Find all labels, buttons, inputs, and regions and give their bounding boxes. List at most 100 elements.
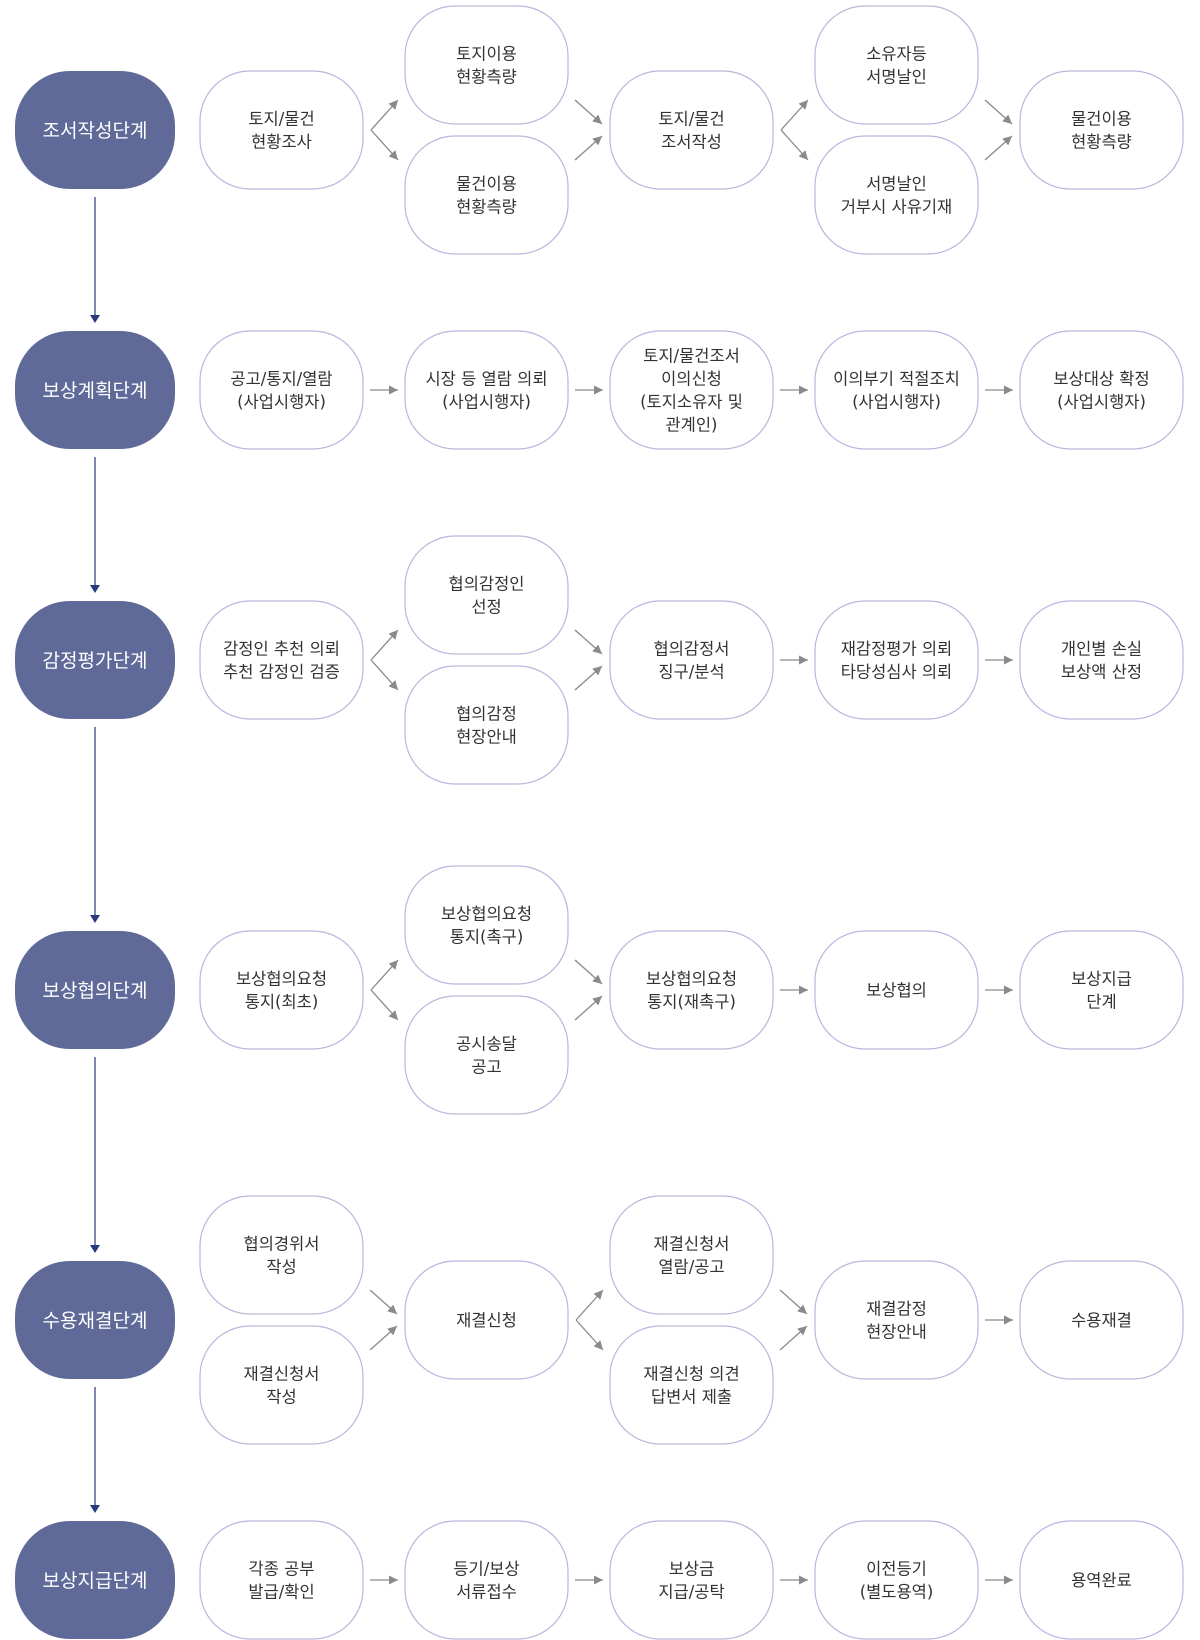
step-label: 시장 등 열람 의뢰(사업시행자) [426, 370, 548, 412]
step-label-line: 협의감정서 [654, 640, 730, 659]
arrow-head [797, 1326, 807, 1336]
process-step-box [814, 600, 979, 720]
arrow-head [1002, 136, 1012, 146]
arrow-head [798, 150, 808, 160]
stage-label: 조서작성단계 [43, 120, 148, 142]
merge-arrow [984, 99, 1013, 161]
arrow-head [594, 385, 603, 395]
step-label-line: 통지(최초) [245, 993, 319, 1012]
step-label-line: 재결감정 [866, 1300, 927, 1319]
stage-box: 보상계획단계 [15, 331, 175, 449]
stage-label: 보상지급단계 [43, 1570, 148, 1592]
arrow-head [388, 150, 398, 160]
step-label-line: 현장안내 [456, 728, 517, 747]
step-label-line: 보상협의 [866, 981, 927, 1000]
step-label: 공고/통지/열람(사업시행자) [230, 370, 332, 412]
step-label-line: 이의신청 [661, 370, 722, 389]
arrow-head [1002, 114, 1012, 124]
step-label-line: 각종 공부 [249, 1560, 315, 1579]
step-label-line: 토지이용 [456, 45, 517, 64]
process-step: 보상대상 확정(사업시행자) [1019, 330, 1184, 450]
arrow-head [388, 100, 398, 110]
stage-label: 보상협의단계 [43, 980, 148, 1002]
process-step-box [814, 330, 979, 450]
step-label-line: 물건이용 [456, 175, 517, 194]
process-step-box [404, 535, 569, 655]
process-step-box [814, 5, 979, 125]
step-label-line: 재결신청 [456, 1311, 517, 1330]
stage-box-shape [15, 931, 175, 1049]
process-step: 시장 등 열람 의뢰(사업시행자) [404, 330, 569, 450]
stage-box-shape [15, 601, 175, 719]
stage-connector-head [90, 915, 100, 923]
arrow-right [780, 385, 808, 395]
step-label-line: 협의경위서 [244, 1235, 320, 1254]
step-label-line: 발급/확인 [248, 1583, 314, 1602]
process-step: 수용재결 [1019, 1260, 1184, 1380]
arrow-head [592, 114, 602, 124]
arrow-head [799, 1575, 808, 1585]
arrow-up-right [575, 1289, 604, 1321]
process-step: 이의부기 적절조치(사업시행자) [814, 330, 979, 450]
step-label-line: 열람/공고 [658, 1258, 724, 1277]
step-label-line: 시장 등 열람 의뢰 [426, 370, 548, 389]
process-step-box [199, 1520, 364, 1640]
process-step-box [814, 1520, 979, 1640]
process-step-box [404, 995, 569, 1115]
process-step-box [1019, 70, 1184, 190]
stage-box: 보상협의단계 [15, 931, 175, 1049]
arrow-head [592, 996, 602, 1006]
step-label: 보상대상 확정(사업시행자) [1053, 370, 1149, 412]
arrow-head [594, 1575, 603, 1585]
stage-box: 수용재결단계 [15, 1261, 175, 1379]
stage-connector-head [90, 585, 100, 593]
process-step-box [404, 665, 569, 785]
arrow-right [985, 385, 1013, 395]
arrow-head [799, 385, 808, 395]
split-arrow [575, 1289, 604, 1351]
arrow-down-right [780, 129, 809, 161]
arrow-down-right [370, 989, 399, 1021]
arrow-right [780, 655, 808, 665]
step-label-line: 토지/물건 [248, 110, 314, 129]
step-label-line: 지급/공탁 [658, 1583, 724, 1602]
arrow-up-right [369, 1325, 398, 1351]
step-label-line: 보상액 산정 [1061, 663, 1142, 682]
split-arrow [370, 99, 399, 161]
arrow-head [592, 136, 602, 146]
process-step-box [1019, 600, 1184, 720]
process-step-box [404, 5, 569, 125]
process-step-box [609, 1325, 774, 1445]
process-step-box [814, 135, 979, 255]
process-step-box [199, 1195, 364, 1315]
arrow-head [389, 385, 398, 395]
step-label-line: 공시송달 [456, 1035, 517, 1054]
process-step-box [1019, 1260, 1184, 1380]
process-step: 이전등기(별도용역) [814, 1520, 979, 1640]
step-label-line: 보상대상 확정 [1053, 370, 1149, 389]
arrow-up-right [574, 135, 603, 161]
stage-box: 조서작성단계 [15, 71, 175, 189]
